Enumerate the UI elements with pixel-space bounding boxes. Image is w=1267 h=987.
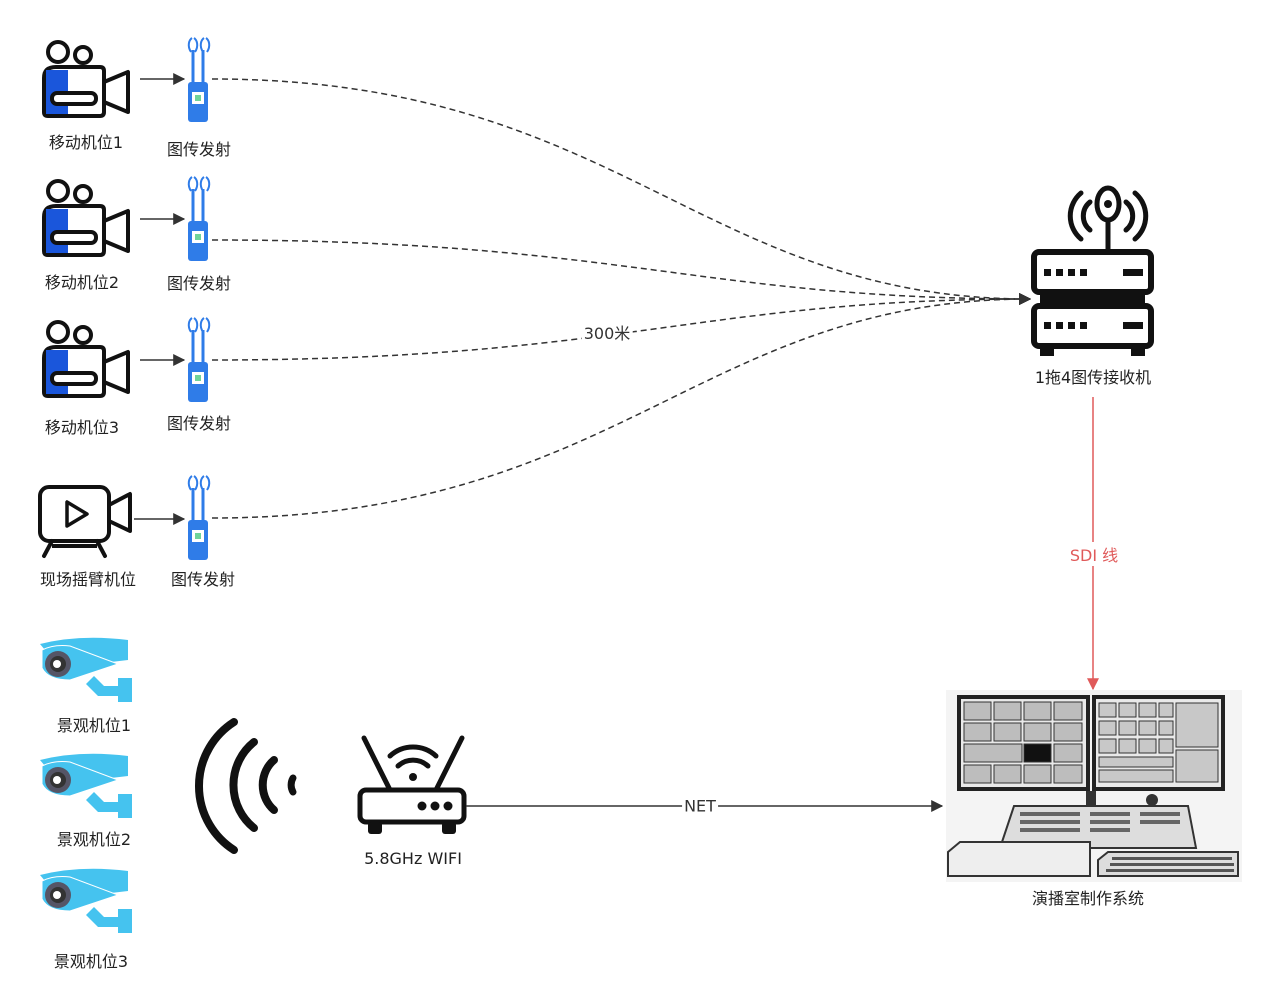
scenic-camera-icon-1 bbox=[39, 637, 133, 703]
node-label-wifi: 5.8GHz WIFI bbox=[364, 849, 462, 868]
edge-tx4-receiver bbox=[211, 293, 1032, 519]
node-label-crane: 现场摇臂机位 bbox=[39, 570, 137, 589]
edge-label-wireless: 300米 bbox=[581, 320, 633, 344]
scenic-camera-icon-3 bbox=[39, 868, 133, 934]
receiver-icon bbox=[1031, 185, 1154, 356]
transmitter-icon-4 bbox=[187, 475, 211, 561]
node-label-studio: 演播室制作系统 bbox=[1031, 889, 1145, 908]
mobile-camera-icon-1 bbox=[42, 40, 130, 118]
node-label-cam1: 移动机位1 bbox=[48, 133, 124, 152]
wireless-signal-icon bbox=[195, 718, 297, 854]
edge-tx1-receiver bbox=[211, 78, 1032, 305]
crane-camera-icon bbox=[38, 485, 132, 558]
node-label-tx2: 图传发射 bbox=[166, 274, 232, 293]
node-label-view1: 景观机位1 bbox=[56, 716, 132, 735]
node-label-tx3: 图传发射 bbox=[166, 414, 232, 433]
node-label-tx4: 图传发射 bbox=[170, 570, 236, 589]
node-label-receiver: 1拖4图传接收机 bbox=[1034, 368, 1152, 387]
node-label-view2: 景观机位2 bbox=[56, 830, 132, 849]
transmitter-icon-1 bbox=[187, 37, 211, 123]
wifi-router-icon bbox=[357, 735, 467, 834]
studio-system-icon bbox=[946, 690, 1242, 882]
transmitter-icon-2 bbox=[187, 176, 211, 262]
transmitter-icon-3 bbox=[187, 317, 211, 403]
node-label-cam3: 移动机位3 bbox=[44, 418, 120, 437]
scenic-camera-icon-2 bbox=[39, 753, 133, 819]
node-label-cam2: 移动机位2 bbox=[44, 273, 120, 292]
edge-label-net: NET bbox=[682, 796, 718, 816]
node-label-view3: 景观机位3 bbox=[53, 952, 129, 971]
edge-tx3-receiver bbox=[211, 293, 1032, 361]
mobile-camera-icon-2 bbox=[42, 179, 130, 257]
edge-label-sdi: SDI 线 bbox=[1067, 542, 1121, 566]
edge-tx2-receiver bbox=[211, 239, 1032, 305]
mobile-camera-icon-3 bbox=[42, 320, 130, 398]
node-label-tx1: 图传发射 bbox=[166, 140, 232, 159]
